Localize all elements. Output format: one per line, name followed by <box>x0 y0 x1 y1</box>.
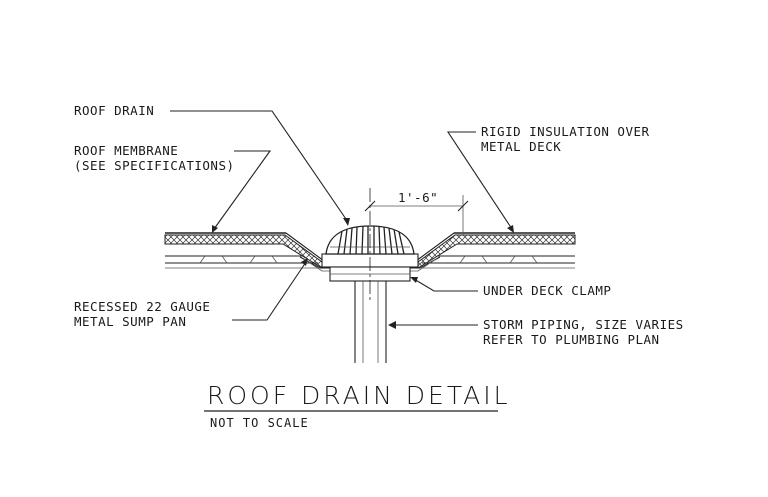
label-rigid-insulation: RIGID INSULATION OVER <box>481 124 650 139</box>
dimension-label: 1'-6" <box>398 190 438 205</box>
label-metal-deck: METAL DECK <box>481 139 561 154</box>
leader-lines <box>170 110 514 329</box>
label-metal-sump-pan: METAL SUMP PAN <box>74 314 186 329</box>
roof-assembly-left <box>164 232 325 269</box>
label-roof-drain: ROOF DRAIN <box>74 103 154 118</box>
roof-assembly-right <box>415 232 576 269</box>
label-see-specifications: (SEE SPECIFICATIONS) <box>74 158 235 173</box>
detail-subtitle: NOT TO SCALE <box>210 416 309 430</box>
label-sump-pan: RECESSED 22 GAUGE <box>74 299 210 314</box>
detail-title: ROOF DRAIN DETAIL <box>207 381 511 410</box>
dimension-line <box>364 195 469 235</box>
label-roof-membrane: ROOF MEMBRANE <box>74 143 178 158</box>
label-plumbing-plan: REFER TO PLUMBING PLAN <box>483 332 660 347</box>
label-storm-piping: STORM PIPING, SIZE VARIES <box>483 317 684 332</box>
label-under-deck-clamp: UNDER DECK CLAMP <box>483 283 611 298</box>
storm-pipe <box>354 281 387 363</box>
